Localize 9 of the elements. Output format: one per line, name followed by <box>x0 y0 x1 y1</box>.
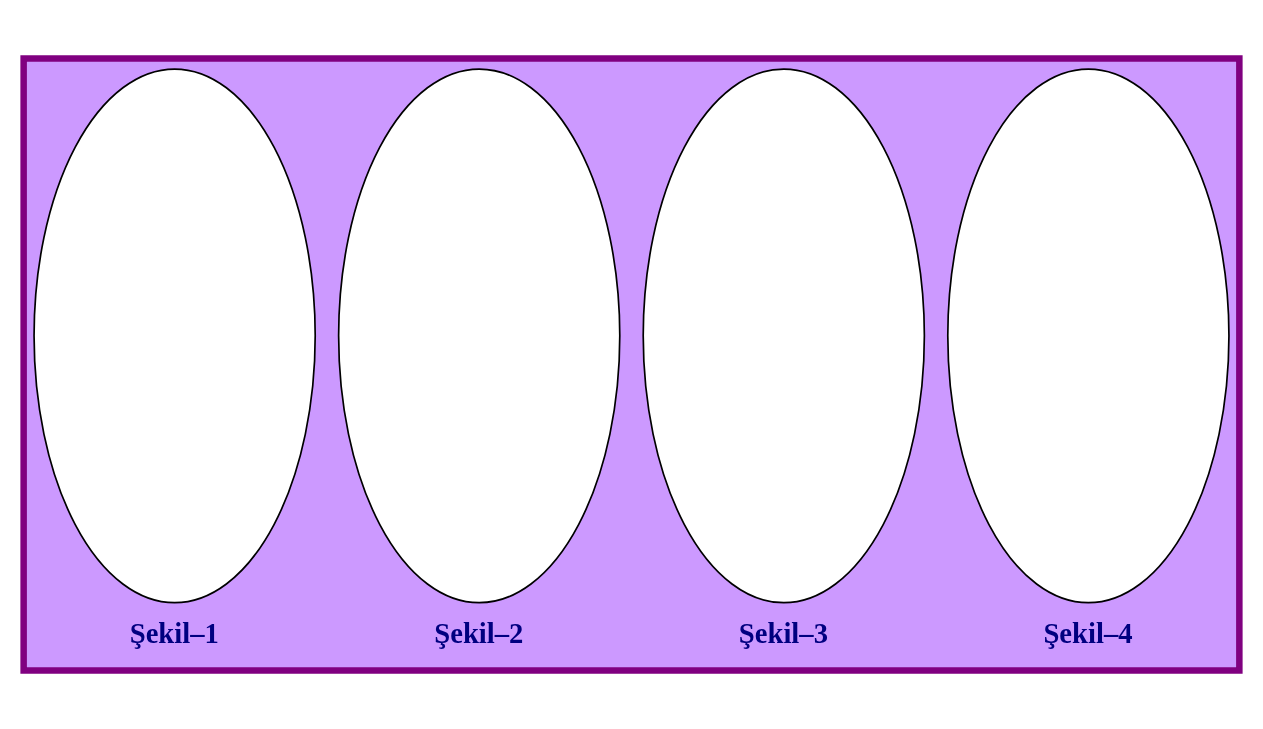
node-ellipse <box>337 68 621 604</box>
node-ellipse <box>33 68 317 604</box>
node-ellipse <box>642 68 926 604</box>
node-label: Şekil–2 <box>434 616 524 649</box>
node-ellipse <box>946 68 1230 604</box>
node-label: Şekil–4 <box>1043 616 1133 649</box>
node-label: Şekil–3 <box>738 616 828 649</box>
cluster <box>20 55 1243 674</box>
node-label: Şekil–1 <box>129 616 219 649</box>
